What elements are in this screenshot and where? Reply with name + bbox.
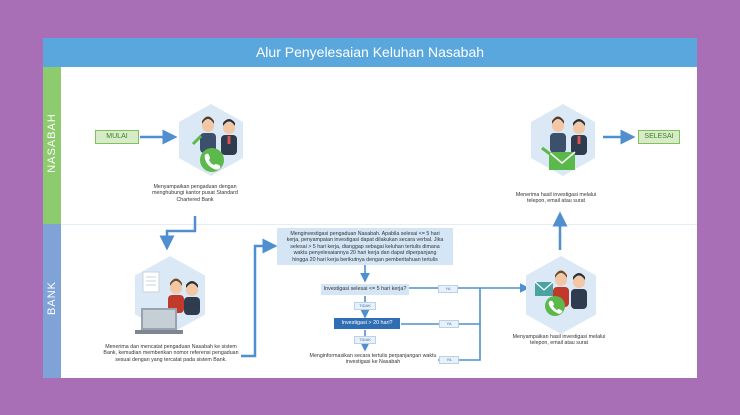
decision-2-box: Investigasi > 20 hari? xyxy=(334,318,400,329)
tag-no-2: TIDAK xyxy=(354,336,376,344)
lane-nasabah: NASABAH xyxy=(43,67,61,224)
document-icon xyxy=(142,271,160,293)
record-caption: Menerima dan mencatat pengaduan Nasabah … xyxy=(103,344,239,363)
tag-yes-3: YA xyxy=(439,356,459,364)
arrow-contact-to-record xyxy=(159,216,197,251)
deliver-caption: Menyampaikan hasil investigasi melalui t… xyxy=(512,334,606,347)
person-icon xyxy=(553,270,587,309)
diagram-title: Alur Penyelesaian Keluhan Nasabah xyxy=(43,38,697,67)
arrow-inform-yes xyxy=(438,324,481,361)
laptop-icon xyxy=(135,308,183,334)
receive-illustration xyxy=(541,116,587,170)
tag-yes-1: YA xyxy=(438,285,458,293)
tag-yes-2: YA xyxy=(439,320,459,328)
arrow-decision2-yes xyxy=(401,288,481,325)
decision-1-box: Investigasi selesai <= 5 hari kerja? xyxy=(321,284,409,295)
phone-icon xyxy=(200,148,224,172)
contact-caption: Menyampaikan pengaduan dengan menghubung… xyxy=(152,184,238,203)
flow-arrows xyxy=(140,129,636,361)
investigate-box: Menginvestigasi pengaduan Nasabah. Apabi… xyxy=(277,228,453,265)
tag-no-1: TIDAK xyxy=(354,302,376,310)
lane-bank: BANK xyxy=(43,224,61,378)
deliver-illustration xyxy=(534,270,587,316)
contact-illustration xyxy=(191,116,237,172)
end-pill: SELESAI xyxy=(638,130,680,144)
record-illustration xyxy=(135,271,200,334)
start-pill: MULAI xyxy=(95,130,139,144)
receive-caption: Menerima hasil investigasi melalui telep… xyxy=(515,192,597,205)
email-icon xyxy=(534,281,554,296)
inform-box: Menginformasikan secara tertulis perpanj… xyxy=(309,353,437,366)
lane-divider xyxy=(61,224,697,225)
person-icon xyxy=(200,116,237,155)
envelope-icon xyxy=(548,151,576,170)
arrow-record-to-investigate xyxy=(241,238,278,358)
phone-icon xyxy=(545,296,565,316)
person-icon xyxy=(168,278,200,315)
person-icon xyxy=(550,116,587,155)
slide: Alur Penyelesaian Keluhan Nasabah NASABA… xyxy=(43,38,697,378)
